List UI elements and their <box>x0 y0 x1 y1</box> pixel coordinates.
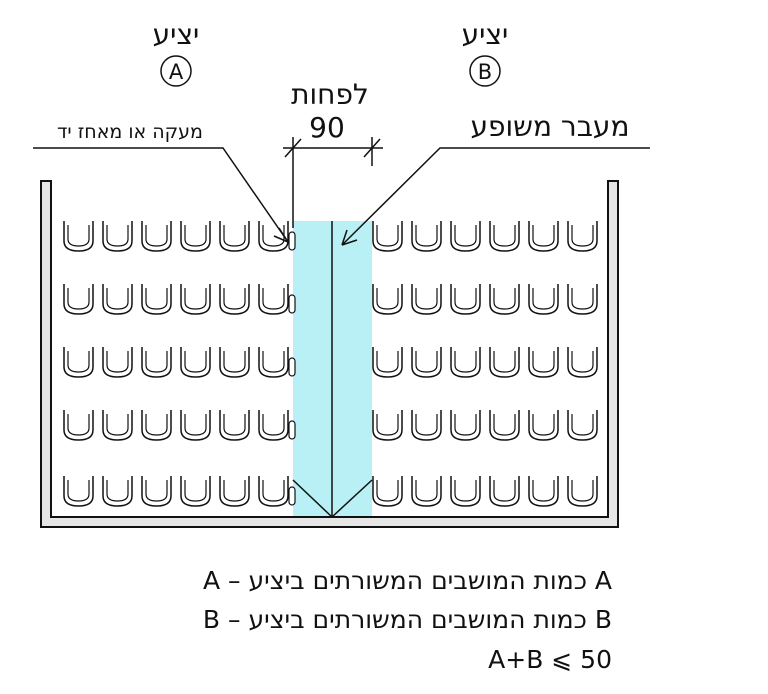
railing-callout-text: מעקה או מאחז יד <box>57 121 203 143</box>
seat <box>102 347 133 378</box>
seat <box>63 476 94 507</box>
seat <box>63 410 94 441</box>
aisle-slope-line-right <box>331 479 373 518</box>
aisle-callout-text: מעבר משופע <box>471 110 630 143</box>
seat <box>411 221 442 252</box>
handrail <box>288 294 296 314</box>
seat <box>102 476 133 507</box>
handrail <box>288 420 296 440</box>
railing-leader-line <box>33 147 289 243</box>
handrails <box>288 231 296 506</box>
handrail <box>288 486 296 506</box>
seat <box>528 284 559 315</box>
dimension-line <box>283 137 383 228</box>
seat <box>180 410 211 441</box>
aisle-leader-line <box>341 147 650 246</box>
seat <box>411 347 442 378</box>
seat <box>567 221 598 252</box>
seat <box>411 284 442 315</box>
aisle-slope-line-left <box>292 479 333 518</box>
seat <box>258 476 289 507</box>
seat <box>219 410 250 441</box>
seat <box>567 284 598 315</box>
seat <box>528 347 559 378</box>
seat <box>141 476 172 507</box>
seat <box>489 410 520 441</box>
seat <box>141 284 172 315</box>
legend-line-b: B – כמות המושבים המשורתים ביציע B <box>203 605 612 634</box>
seat <box>102 410 133 441</box>
seat <box>258 284 289 315</box>
seat <box>180 284 211 315</box>
aisle-arrowhead <box>341 229 358 246</box>
seat <box>450 410 481 441</box>
dimension-label: לפחות <box>291 78 369 111</box>
seat <box>372 347 403 378</box>
seat <box>258 410 289 441</box>
dimension-value: 90 <box>309 111 345 144</box>
seat <box>63 221 94 252</box>
seat-block-b <box>372 221 598 507</box>
seat <box>567 347 598 378</box>
seat <box>489 221 520 252</box>
seat <box>102 284 133 315</box>
seat <box>180 221 211 252</box>
seat <box>258 221 289 252</box>
seat <box>180 347 211 378</box>
seat <box>219 347 250 378</box>
seat <box>372 221 403 252</box>
seat <box>219 221 250 252</box>
seat <box>219 476 250 507</box>
exit-a-title: יציע <box>153 18 200 51</box>
enclosure-wall <box>40 180 619 528</box>
seat <box>180 476 211 507</box>
seat <box>489 347 520 378</box>
legend-formula: A+B ⩽ 50 <box>488 645 612 674</box>
railing-arrowhead <box>273 227 289 243</box>
seat <box>372 410 403 441</box>
handrail <box>288 357 296 377</box>
seat <box>141 410 172 441</box>
seat <box>258 347 289 378</box>
seat <box>528 476 559 507</box>
legend-line-a: A – כמות המושבים המשורתים ביציע A <box>203 566 612 595</box>
exit-b-badge-circle <box>469 55 501 87</box>
exit-b-badge-letter: B <box>478 60 492 84</box>
seat <box>489 284 520 315</box>
seat <box>372 476 403 507</box>
exit-a-badge-circle <box>160 55 192 87</box>
handrail <box>288 231 296 251</box>
seat <box>450 221 481 252</box>
seat <box>489 476 520 507</box>
seat <box>567 410 598 441</box>
seat <box>567 476 598 507</box>
seat-block-a <box>63 221 289 507</box>
seat <box>63 284 94 315</box>
seat <box>63 347 94 378</box>
seat <box>372 284 403 315</box>
seat <box>450 476 481 507</box>
seat <box>141 347 172 378</box>
seat <box>528 410 559 441</box>
seat <box>411 476 442 507</box>
seat <box>450 284 481 315</box>
seat <box>141 221 172 252</box>
seat <box>219 284 250 315</box>
seat <box>528 221 559 252</box>
seat <box>102 221 133 252</box>
seat <box>411 410 442 441</box>
exit-a-badge-letter: A <box>169 60 184 84</box>
exit-b-title: יציע <box>462 18 509 51</box>
seat <box>450 347 481 378</box>
